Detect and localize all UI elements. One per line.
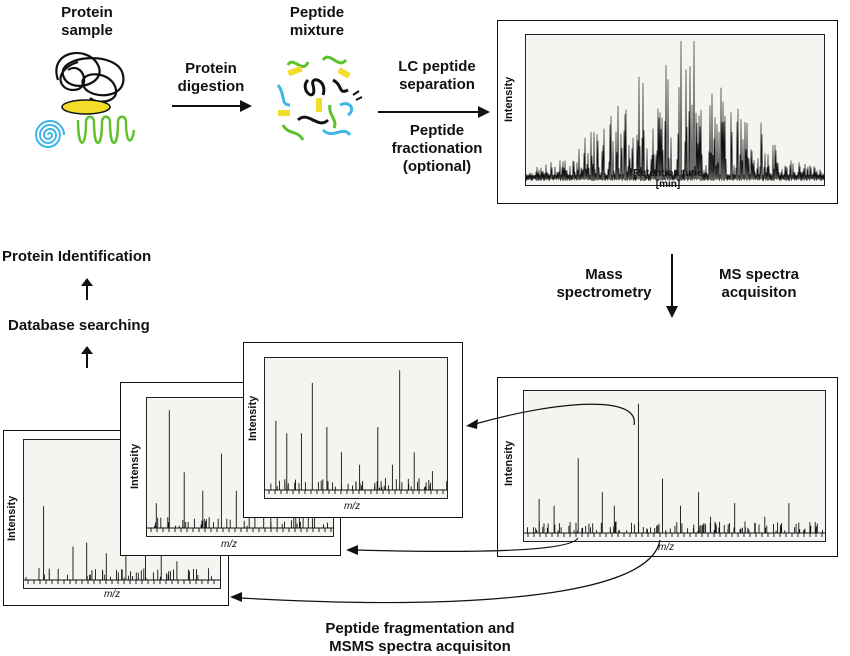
msms-spectrum-plot-3 — [264, 357, 448, 499]
msms-3-x-axis-label: m/z — [344, 501, 361, 512]
msms-peaks-2 — [147, 410, 333, 532]
ms-spectrum-plot — [523, 390, 826, 542]
label-lc-separation: LC peptide separation — [398, 58, 476, 93]
label-protein-identification: Protein Identification — [2, 248, 152, 265]
arrow-down-icon — [666, 254, 678, 318]
msms1-sticks — [24, 486, 220, 584]
ms-peaks — [524, 403, 825, 537]
lc-chromatogram-plot — [525, 34, 825, 186]
msms-1-x-axis-label: m/z — [104, 589, 121, 600]
lc-trace-line — [525, 40, 825, 182]
arrow-up-icon — [81, 278, 93, 300]
label-protein-digestion: Protein digestion — [177, 60, 245, 95]
arrow-right-icon — [378, 106, 490, 118]
label-peptide-fractionation: Peptide fractionation (optional) — [391, 122, 483, 175]
lc-chromatogram-frame: Intensity Retention time [min] — [497, 20, 838, 204]
msms-peaks-1 — [24, 486, 220, 584]
arrow-up-icon — [81, 346, 93, 368]
label-protein-sample: Protein sample — [61, 4, 113, 39]
msms3-sticks — [265, 370, 448, 494]
label-fragmentation: Peptide fragmentation and MSMS spectra a… — [325, 620, 515, 655]
label-database-searching: Database searching — [8, 317, 150, 334]
protein-chains-icon — [34, 51, 136, 148]
peptide-fragments-icon — [276, 55, 363, 141]
msms-2-x-axis-label: m/z — [221, 539, 238, 550]
msms2-sticks — [147, 410, 333, 532]
msms-peaks-3 — [265, 370, 448, 494]
ms1-sticks — [524, 403, 825, 537]
lc-trace — [525, 40, 825, 182]
msms-spectrum-frame-3: Intensity m/z — [243, 342, 463, 518]
ms-x-axis-label: m/z — [658, 542, 675, 553]
label-mass-spectrometry: Mass spectrometry — [556, 266, 652, 301]
label-ms-spectra-acquisition: MS spectra acquisiton — [718, 266, 800, 301]
lc-x-axis-label: Retention time [min] — [633, 168, 703, 190]
label-peptide-mixture: Peptide mixture — [289, 4, 345, 39]
arrow-right-icon — [172, 100, 252, 112]
